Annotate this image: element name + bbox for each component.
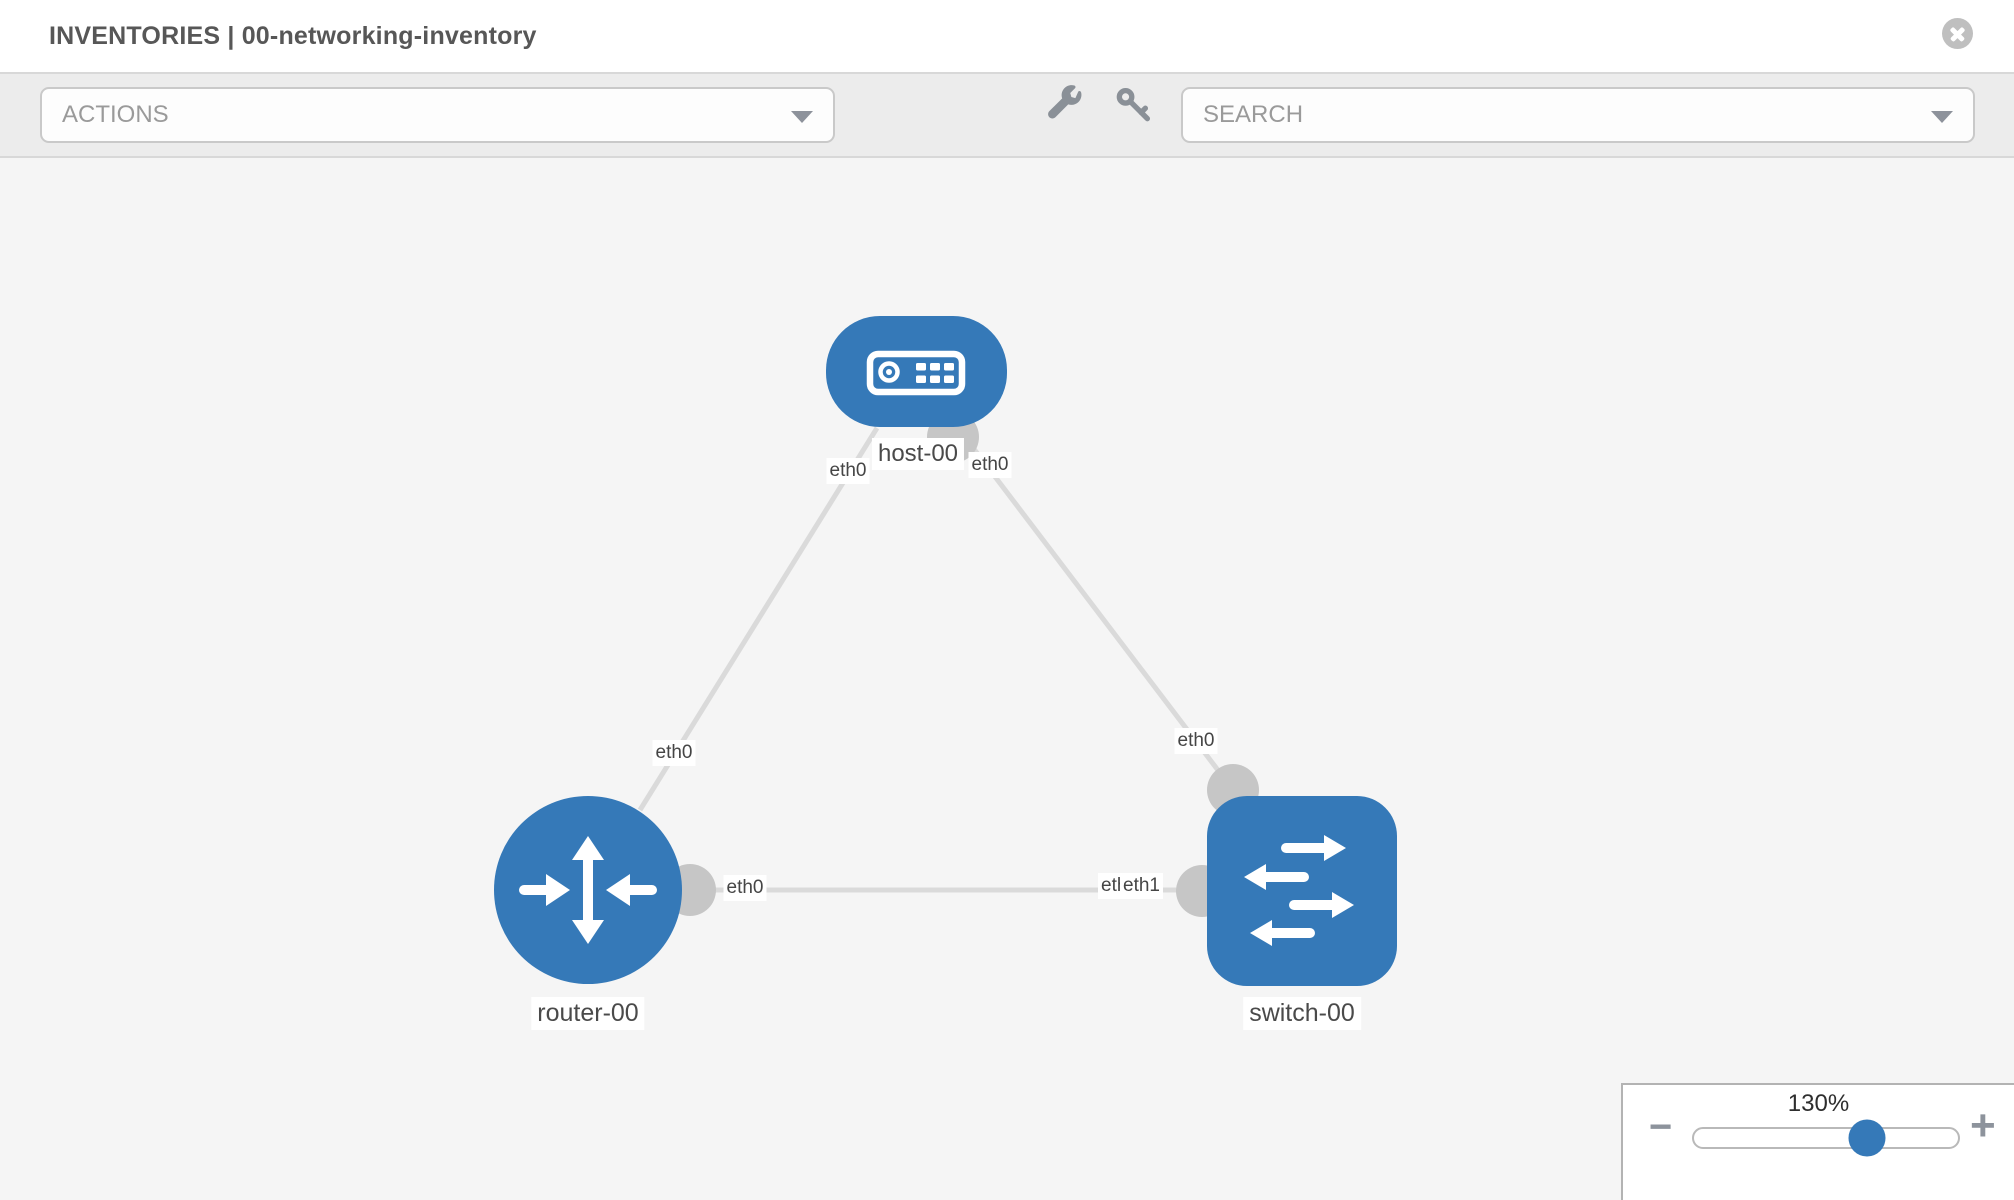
actions-dropdown[interactable]: ACTIONS (40, 87, 835, 143)
zoom-slider-track[interactable] (1692, 1119, 1960, 1157)
configure-button[interactable] (1040, 82, 1084, 126)
toolbar: ACTIONS SEARCH (0, 72, 2014, 158)
zoom-out-button[interactable]: − (1649, 1105, 1673, 1149)
node-switch-00[interactable] (1207, 796, 1397, 986)
close-icon[interactable] (1942, 18, 1973, 49)
node-host-00[interactable] (826, 316, 1007, 427)
node-label-switch: switch-00 (1243, 997, 1361, 1030)
search-placeholder: SEARCH (1203, 101, 1304, 128)
interface-label: eth1 (1120, 873, 1163, 899)
node-label-host: host-00 (871, 438, 965, 470)
interface-label: eth0 (968, 452, 1012, 478)
search-dropdown[interactable]: SEARCH (1181, 87, 1975, 143)
zoom-level-value: 130% (1787, 1090, 1850, 1117)
interface-label: eth0 (723, 875, 767, 901)
zoom-control-panel: 130% − + (1621, 1083, 2014, 1200)
chevron-down-icon (1931, 111, 1953, 123)
wrench-icon (1048, 85, 1082, 119)
chevron-down-icon (791, 111, 813, 123)
server-icon (866, 350, 966, 396)
header: INVENTORIES | 00-networking-inventory (0, 0, 2014, 72)
node-label-router: router-00 (531, 997, 645, 1030)
page-title: INVENTORIES | 00-networking-inventory (49, 21, 537, 50)
actions-dropdown-placeholder: ACTIONS (62, 101, 169, 128)
interface-label: eth0 (826, 458, 870, 484)
interface-label: eth0 (652, 740, 696, 766)
zoom-in-button[interactable]: + (1970, 1101, 1996, 1150)
credentials-button[interactable] (1112, 82, 1156, 126)
interface-label: eth0 (1174, 728, 1218, 754)
router-icon (519, 836, 657, 944)
zoom-slider-knob[interactable] (1848, 1119, 1886, 1157)
topology-canvas[interactable]: eth0 host-00 eth0 eth0 eth0 eth0 eth0 et… (0, 158, 2014, 1200)
node-router-00[interactable] (494, 796, 682, 984)
switch-icon (1244, 835, 1354, 946)
key-icon (1116, 87, 1151, 122)
